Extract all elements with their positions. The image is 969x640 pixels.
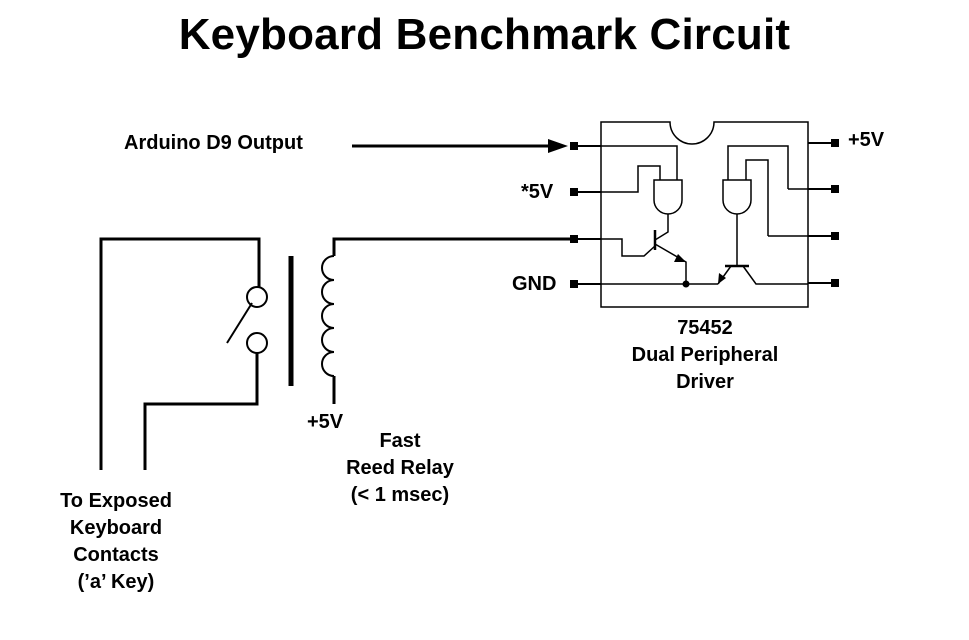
and-gate-a-icon [653,179,683,215]
chip-outline [600,121,809,308]
switch-wire-right [143,353,259,470]
emitter-arrow-icon [674,254,686,262]
gnd-label: GND [512,273,557,295]
coil-winding-icon [321,255,335,377]
arduino-signal-arrow [352,139,568,153]
pin-1-pad [570,142,578,150]
pin-4-pad [570,280,578,288]
chip-75452 [570,121,839,308]
transistor-a-emitter [654,243,687,284]
relay-label-2: Reed Relay [346,457,454,479]
gate-b-input-1 [727,145,789,189]
emitter-arrow-b-icon [718,273,726,284]
relay-label-3: (< 1 msec) [350,484,450,506]
gate-a-output [654,214,669,241]
gate-b-input-2 [745,159,769,236]
keyboard-label-2: Keyboard [69,517,163,539]
pin-8-pad [831,139,839,147]
switch-contact-top [246,286,268,308]
relay-vcc-label: +5V [307,411,344,433]
chip-part-number: 75452 [677,317,733,339]
arduino-output-label: Arduino D9 Output [124,132,303,154]
pin-7-pad [831,185,839,193]
vcc-internal [725,132,808,143]
relay-label: Fast Reed Relay (< 1 msec) [320,428,480,509]
junction-dot [682,280,690,288]
and-gate-b-icon [722,179,752,215]
relay-coil [288,237,570,404]
reed-switch [99,237,268,470]
transistor-b-collector [742,265,808,285]
diagram-title: Keyboard Benchmark Circuit [178,10,791,59]
switch-wire-left [99,237,261,470]
pin-2-pad [570,188,578,196]
gate-a-input-2 [601,165,661,193]
pin-5-pad [831,279,839,287]
vcc-label-right: +5V [848,129,885,151]
chip-description-1: Dual Peripheral [631,344,779,366]
pin-3-pad [570,235,578,243]
arrow-head-icon [548,139,568,153]
transistor-a-collector [601,238,656,257]
pin-6-pad [831,232,839,240]
switch-blade [226,302,253,344]
keyboard-label-1: To Exposed [60,490,172,512]
chip-description-2: Driver [676,371,734,393]
keyboard-label-4: (’a’ Key) [77,571,155,593]
switch-contact-bottom [246,332,268,354]
vcc-label-left: *5V [521,181,554,203]
gate-a-input-1 [601,145,678,180]
chip-label: 75452 Dual Peripheral Driver [605,315,805,396]
keyboard-label-3: Contacts [73,544,159,566]
coil-top-wire [332,237,570,256]
relay-label-1: Fast [379,430,421,452]
keyboard-label: To Exposed Keyboard Contacts (’a’ Key) [36,488,196,596]
